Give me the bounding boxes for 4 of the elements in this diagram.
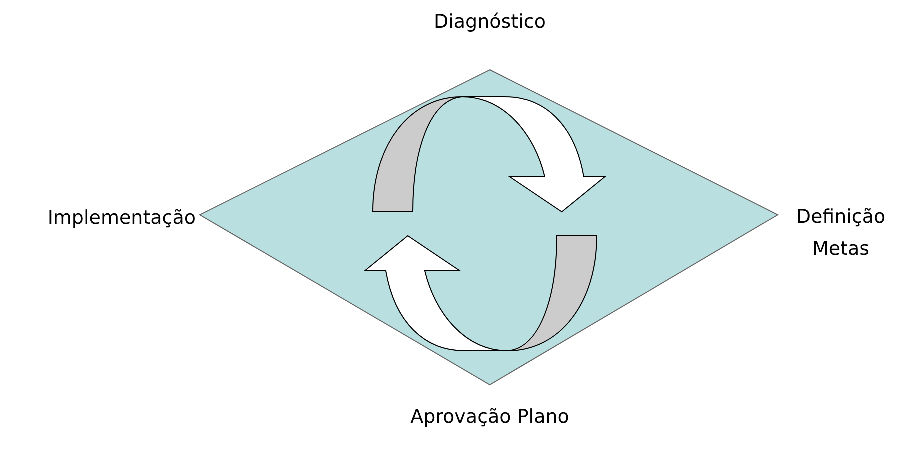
corner-label: Implementação [46,206,196,231]
corner-label: Definição Metas [795,205,887,262]
corner-label: Aprovação Plano [410,405,570,430]
corner-label: Diagnóstico [433,10,547,35]
